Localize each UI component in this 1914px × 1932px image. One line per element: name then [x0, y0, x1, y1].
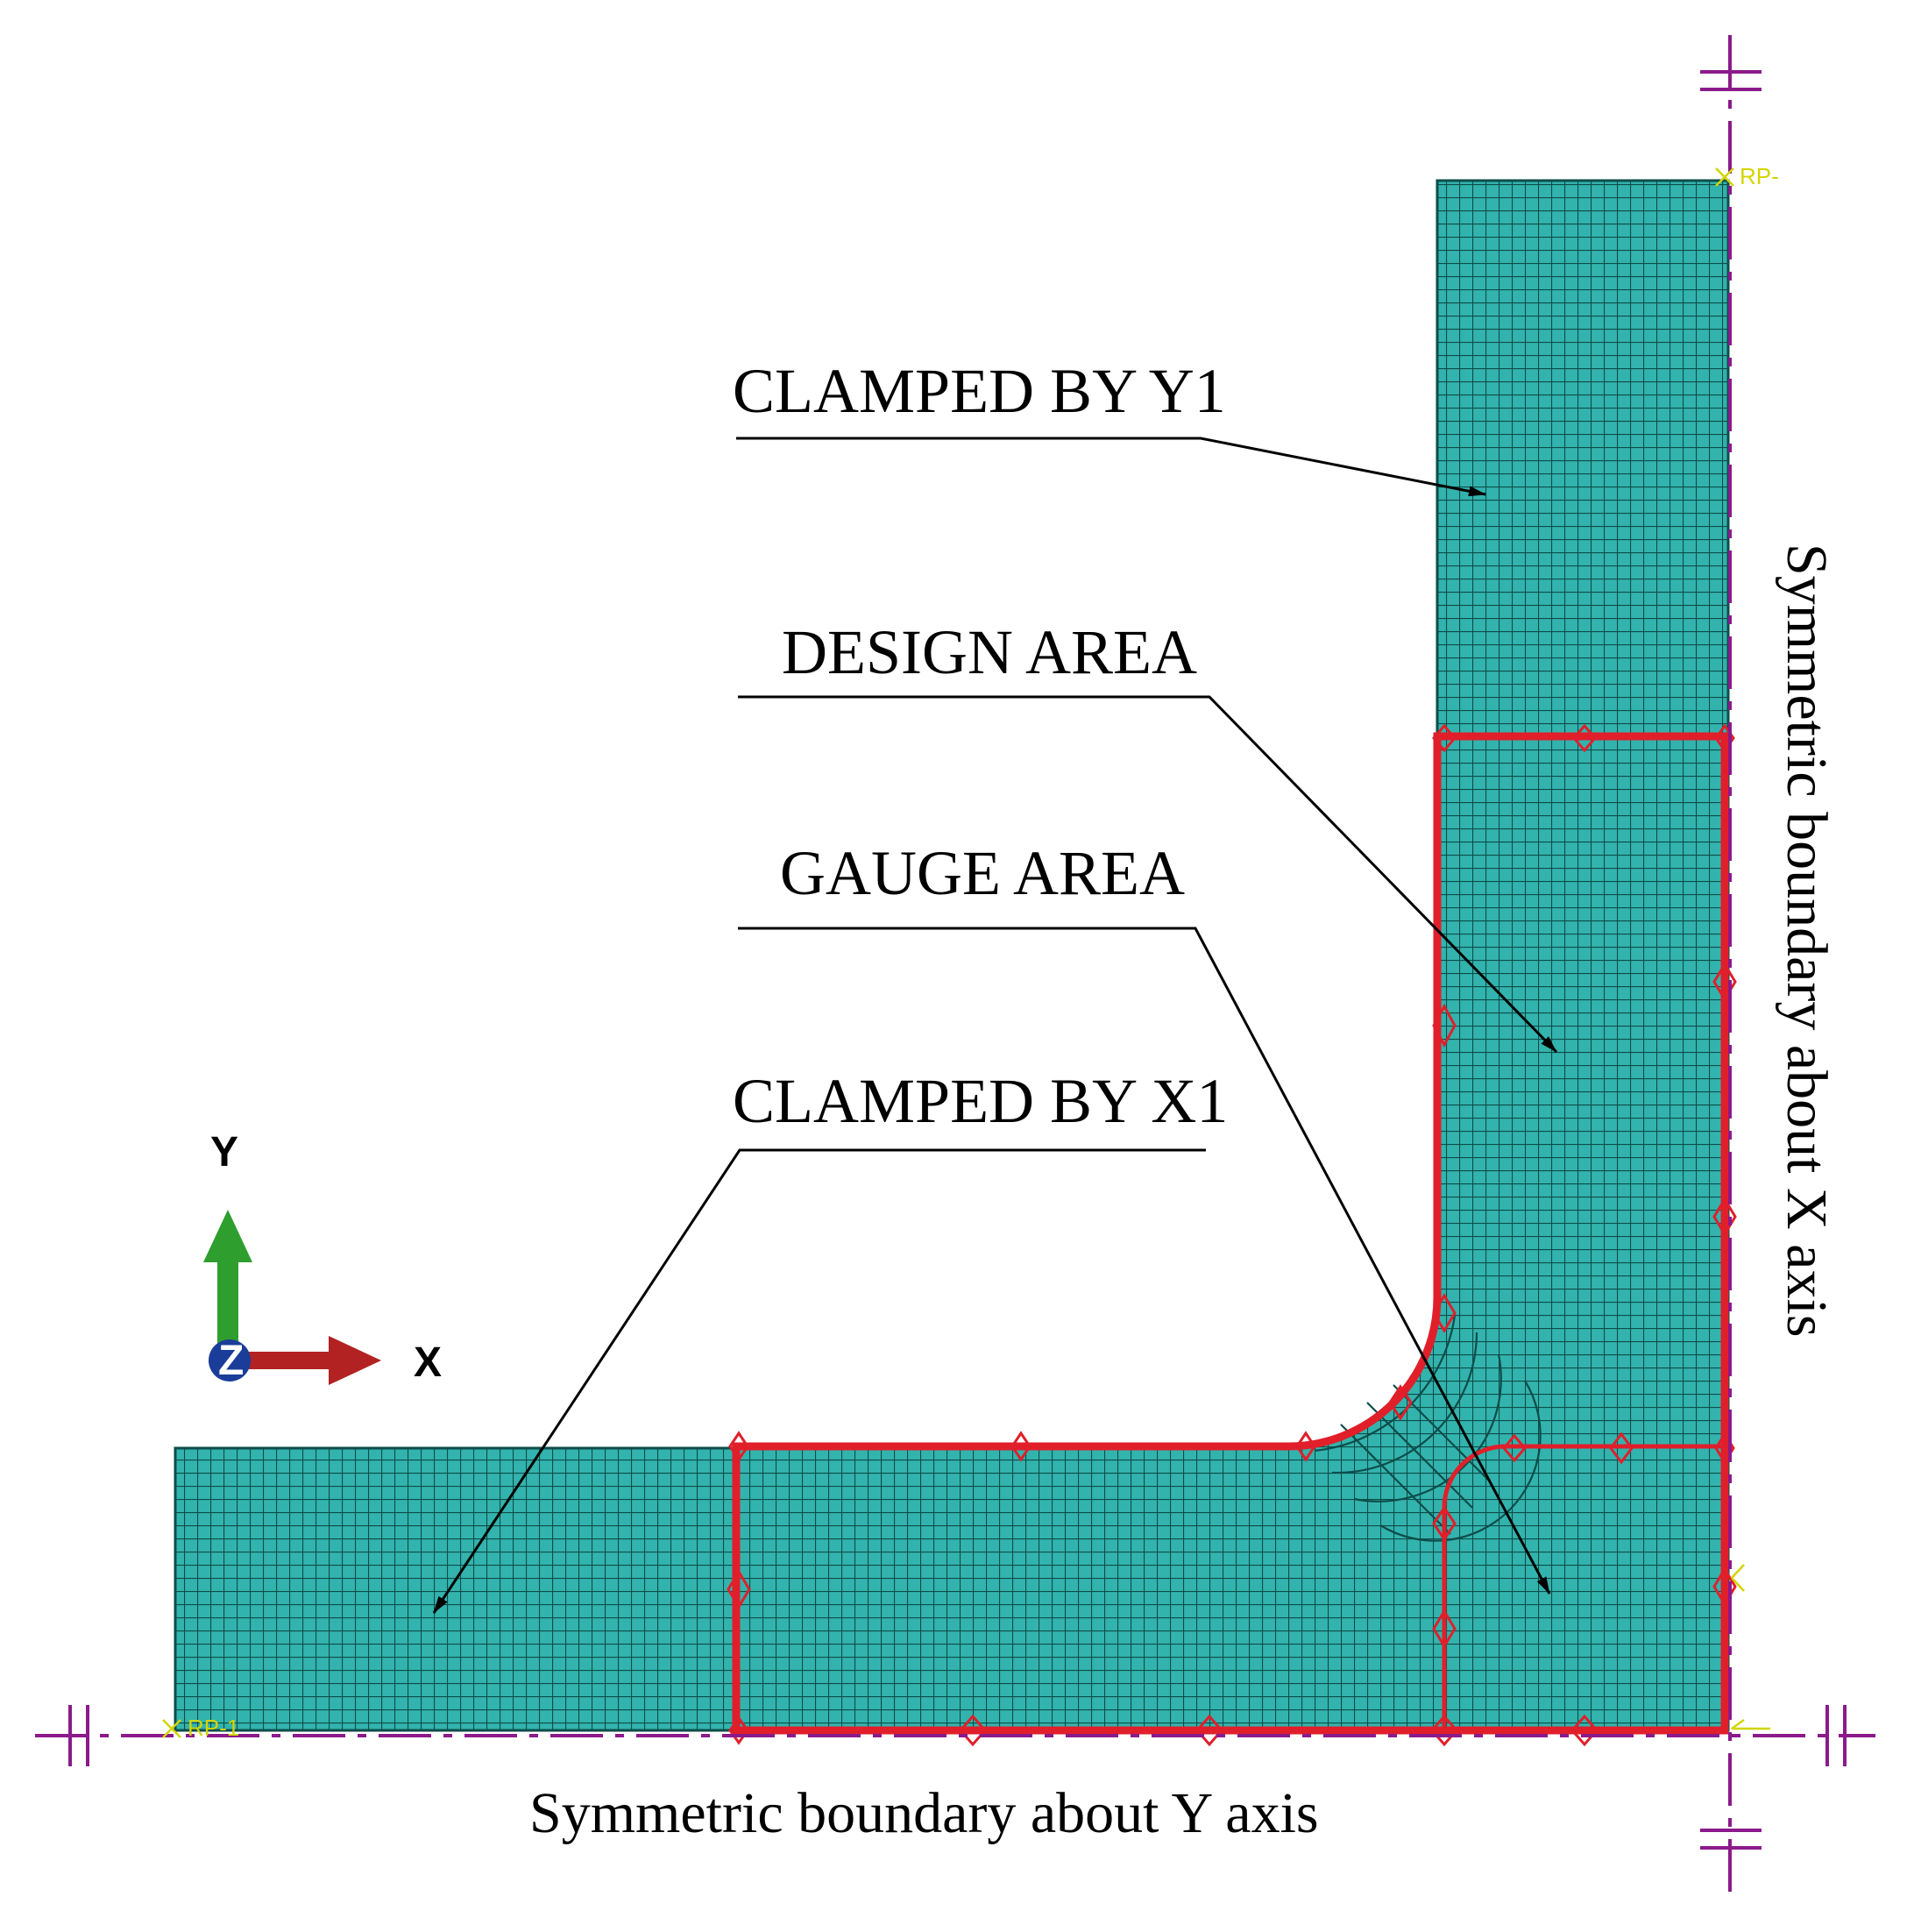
- label-design-area: DESIGN AREA: [782, 617, 1197, 687]
- reference-point-top: RP-: [1715, 163, 1779, 189]
- annotation-leaders: [432, 437, 1558, 1614]
- triad-label-x: X: [414, 1339, 442, 1386]
- label-symmetric-y: Symmetric boundary about Y axis: [529, 1781, 1319, 1845]
- leader-design-area: [738, 695, 1558, 1054]
- leader-clamped-x1: [432, 1148, 1206, 1614]
- design-area-boundary: [732, 732, 1729, 1735]
- symmetry-lines: [35, 35, 1875, 1898]
- x-axis-arrow-head: [329, 1336, 381, 1385]
- label-clamped-x1: CLAMPED BY X1: [733, 1066, 1228, 1136]
- leader-gauge-area: [738, 927, 1551, 1595]
- label-symmetric-x: Symmetric boundary about X axis: [1775, 543, 1839, 1338]
- x-axis-arrow-shaft: [245, 1352, 333, 1369]
- label-gauge-area: GAUGE AREA: [780, 838, 1185, 908]
- gauge-area-boundary: [1442, 1444, 1725, 1730]
- load-markers: [1731, 1564, 1770, 1730]
- boundary-node-markers: [727, 723, 1737, 1747]
- triad-label-z: Z: [218, 1338, 244, 1384]
- y-axis-arrow-head: [203, 1210, 252, 1262]
- leader-clamped-y1: [736, 437, 1486, 497]
- svg-text:RP-: RP-: [1740, 163, 1779, 189]
- reference-point-left: RP-1: [162, 1715, 239, 1741]
- label-clamped-y1: CLAMPED BY Y1: [733, 356, 1226, 426]
- z-axis-dot: [209, 1339, 251, 1382]
- coordinate-triad: Z Y X: [203, 1129, 442, 1386]
- triad-label-y: Y: [210, 1129, 238, 1176]
- svg-text:RP-1: RP-1: [188, 1715, 239, 1741]
